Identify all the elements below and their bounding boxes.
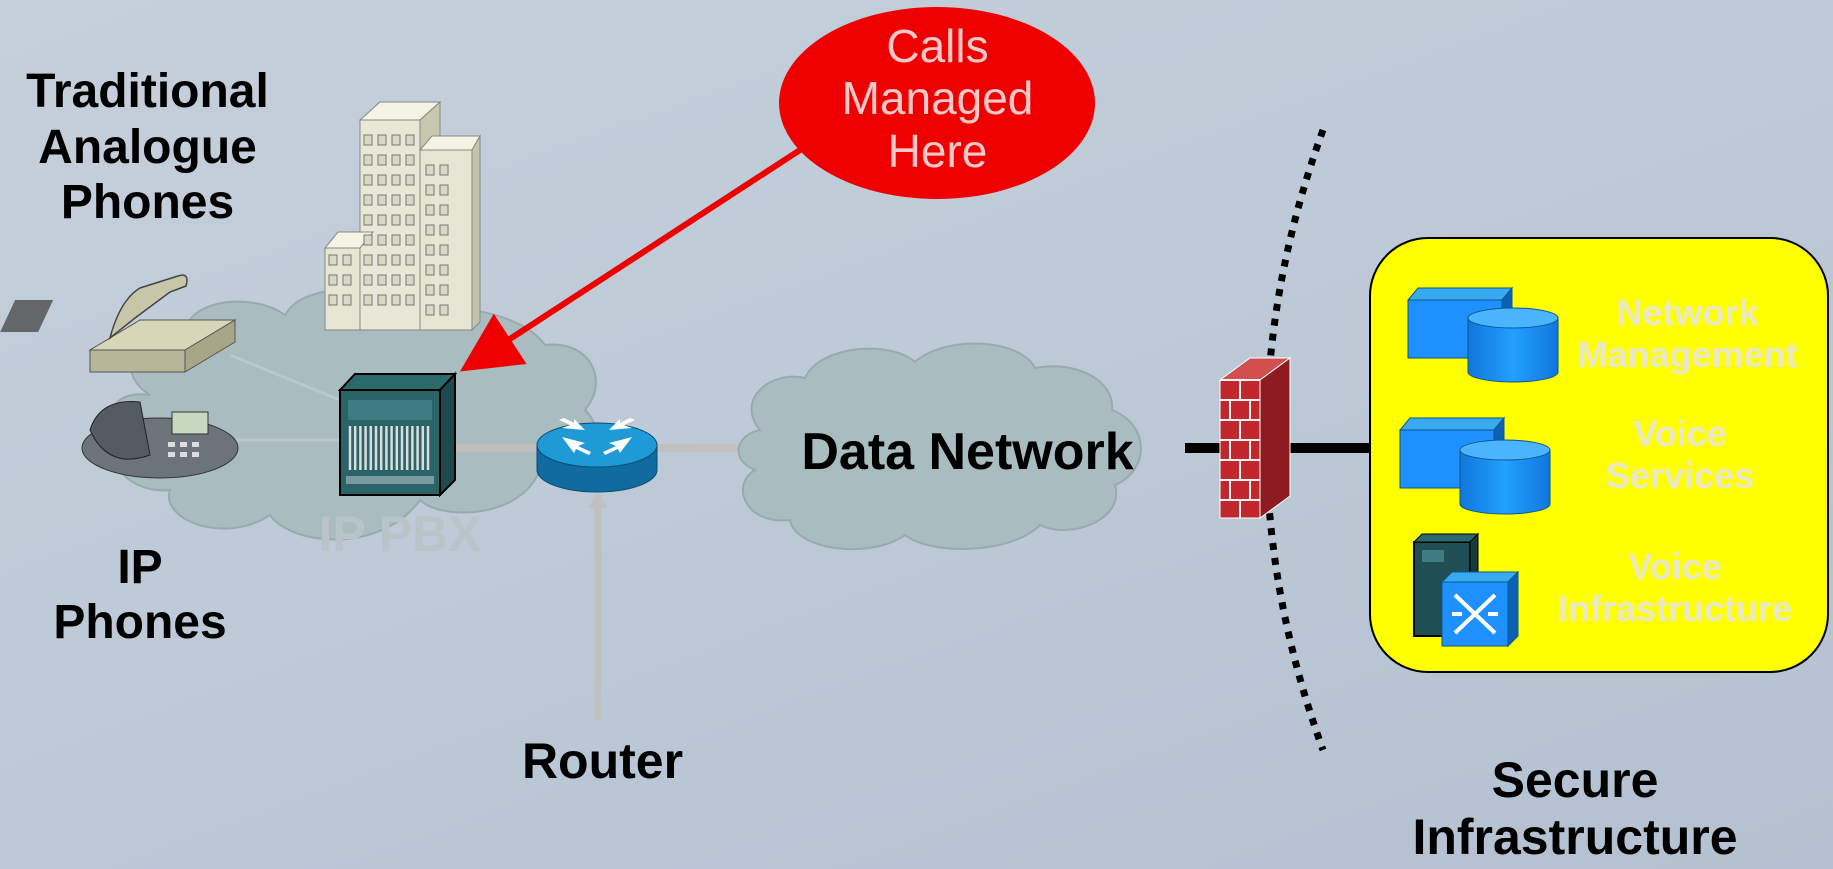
building-window [391, 254, 401, 266]
traditional-line-3: Phones [60, 176, 235, 230]
building-window [391, 134, 401, 146]
building-window [377, 174, 387, 186]
secure-line-2: Infrastructure [1412, 808, 1738, 865]
building-icon [323, 100, 481, 332]
building-window [439, 224, 449, 236]
building-window [439, 184, 449, 196]
building-window [425, 224, 435, 236]
router-label: Router [521, 733, 684, 789]
service-voice-services-label: Voice Services [1560, 413, 1800, 498]
callout-bubble [779, 7, 1095, 199]
traditional-line-2: Analogue [38, 120, 257, 174]
firewall-icon [1218, 357, 1292, 519]
secure-line-1: Secure [1491, 752, 1659, 808]
building-window [439, 304, 449, 316]
secure-infrastructure-label: Secure Infrastructure [1375, 752, 1775, 865]
building-window [425, 164, 435, 176]
building-window [405, 154, 415, 166]
building-window [377, 194, 387, 206]
database-icon [1459, 439, 1551, 515]
callout-line-1: Calls [886, 20, 989, 72]
building-window [363, 294, 373, 306]
building-window [405, 214, 415, 226]
building-window [405, 234, 415, 246]
building-window [363, 154, 373, 166]
building-window [405, 254, 415, 266]
building-window [377, 274, 387, 286]
building-window [405, 174, 415, 186]
building-window [391, 214, 401, 226]
building-window [391, 174, 401, 186]
ip-phones-line-1: IP [117, 541, 163, 594]
callout-line-3: Here [887, 124, 988, 177]
pbx-icon [337, 371, 458, 498]
router-icon [536, 418, 658, 493]
building-window [377, 234, 387, 246]
building-window [425, 184, 435, 196]
traditional-phones-label: Traditional Analogue Phones [0, 64, 295, 231]
database-icon [1467, 307, 1559, 383]
building-window [363, 174, 373, 186]
service-1-line-1: Network [1616, 292, 1759, 333]
link-analogue-pbx [229, 353, 341, 402]
ip-phones-line-2: Phones [53, 596, 227, 650]
service-2-line-2: Services [1605, 455, 1755, 497]
building-window [425, 264, 435, 276]
building-window [377, 134, 387, 146]
service-network-management-label: Network Management [1555, 292, 1820, 377]
service-3-line-2: Infrastructure [1557, 588, 1793, 630]
data-network-cloud [737, 342, 1142, 551]
service-voice-infrastructure-label: Voice Infrastructure [1545, 546, 1805, 631]
building-window [439, 244, 449, 256]
service-2-line-1: Voice [1633, 413, 1727, 454]
building-window [391, 194, 401, 206]
router-up-arrowhead [588, 492, 608, 508]
building-window [363, 134, 373, 146]
traditional-line-1: Traditional [26, 65, 269, 118]
service-3-line-1: Voice [1628, 546, 1722, 587]
building-window [391, 274, 401, 286]
building-window [363, 234, 373, 246]
callout-label: Calls Managed Here [800, 20, 1075, 177]
building-window [363, 274, 373, 286]
analogue-phone-icon [0, 274, 237, 373]
building-window [342, 294, 352, 306]
ip-pbx-label: IP PBX [318, 506, 482, 562]
ip-phones-label: IP Phones [20, 540, 260, 650]
building-window [391, 294, 401, 306]
building-window [377, 214, 387, 226]
building-window [363, 214, 373, 226]
building-window [439, 264, 449, 276]
building-window [425, 204, 435, 216]
building-window [405, 194, 415, 206]
building-window [405, 134, 415, 146]
building-window [391, 234, 401, 246]
building-window [425, 244, 435, 256]
building-window [377, 154, 387, 166]
building-window [439, 284, 449, 296]
building-window [363, 194, 373, 206]
building-window [328, 294, 338, 306]
building-window [328, 254, 338, 266]
switch-icon [1440, 570, 1520, 648]
building-window [391, 154, 401, 166]
building-window [377, 294, 387, 306]
ip-phone-icon [81, 401, 239, 479]
building-window [439, 164, 449, 176]
building-window [405, 274, 415, 286]
building-window [363, 254, 373, 266]
building-window [342, 254, 352, 266]
callout-arrow [459, 147, 802, 372]
building-window [405, 294, 415, 306]
building-window [439, 204, 449, 216]
building-window [425, 284, 435, 296]
callout-line-2: Managed [841, 72, 1034, 125]
data-network-label: Data Network [801, 423, 1134, 481]
building-window [342, 274, 352, 286]
building-window [425, 304, 435, 316]
service-1-line-2: Management [1577, 334, 1798, 376]
building-window [377, 254, 387, 266]
building-window [328, 274, 338, 286]
